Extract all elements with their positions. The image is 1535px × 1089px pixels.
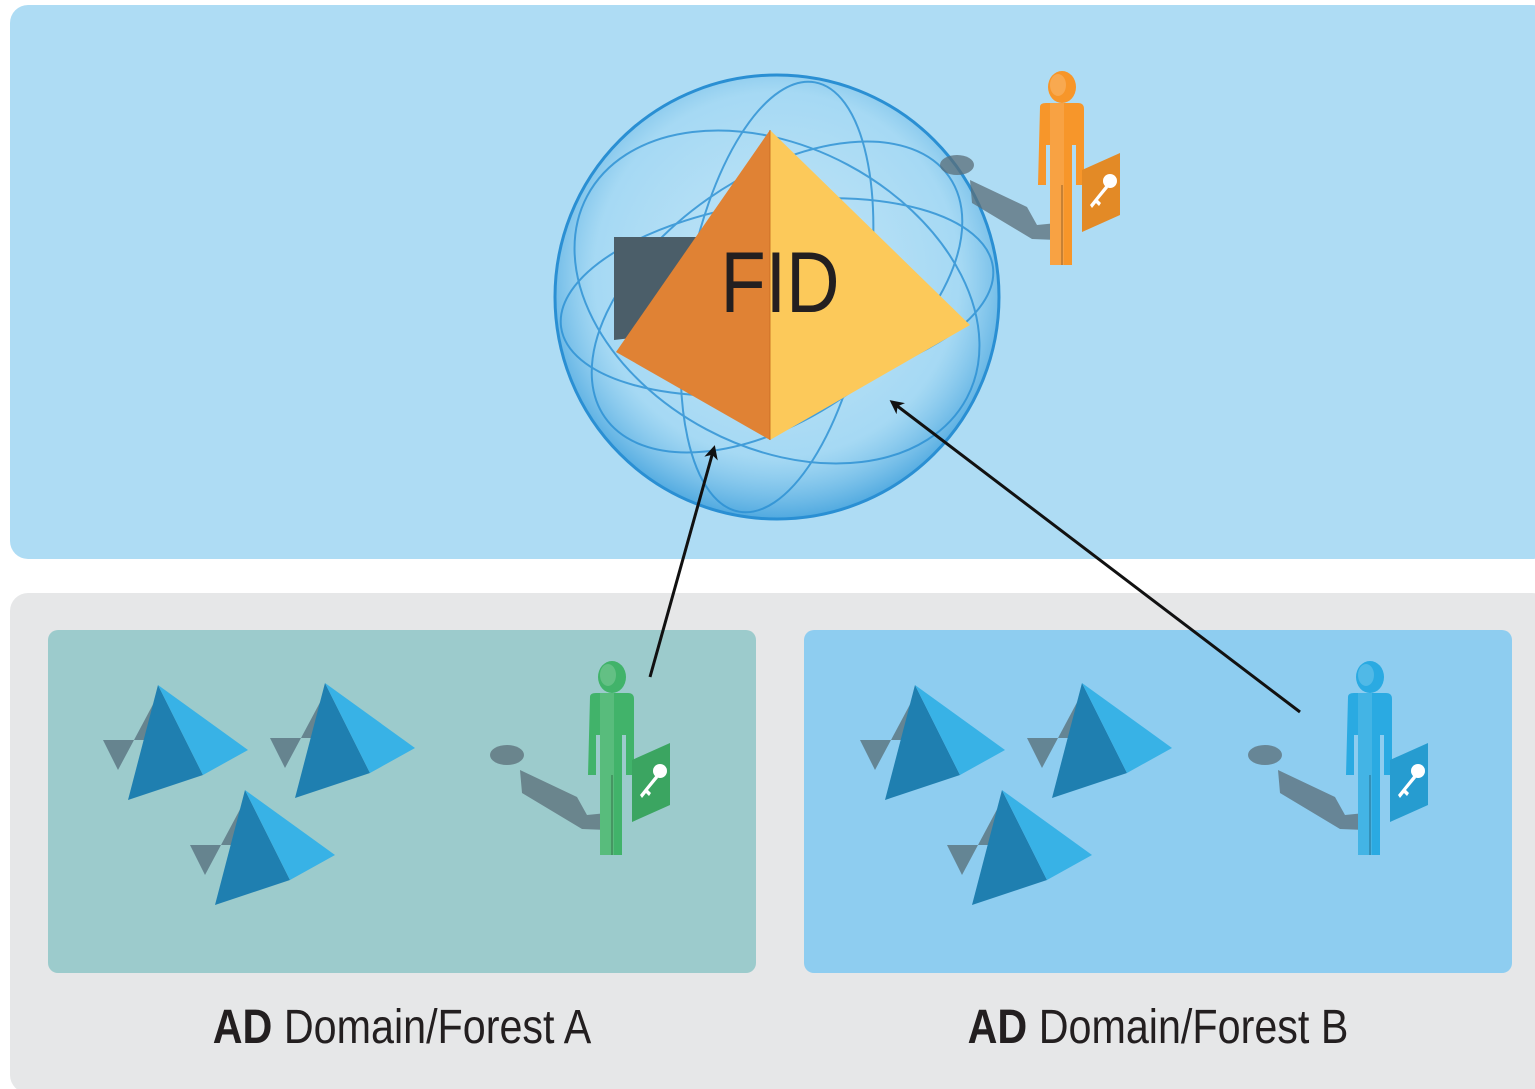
- arrow-a-to-fid: [648, 445, 718, 678]
- domain-a-prefix: AD: [212, 1001, 273, 1054]
- domain-b-name: Domain/Forest B: [1038, 1001, 1349, 1054]
- domain-b-caption: AD Domain/Forest B: [854, 1000, 1463, 1055]
- arrow-b-to-fid: [889, 400, 1301, 714]
- domain-b-prefix: AD: [967, 1001, 1028, 1054]
- domain-a-name: Domain/Forest A: [283, 1001, 592, 1054]
- fid-label: FID: [720, 234, 839, 331]
- domain-a-caption: AD Domain/Forest A: [98, 1000, 707, 1055]
- pyramid-icon: [614, 130, 970, 440]
